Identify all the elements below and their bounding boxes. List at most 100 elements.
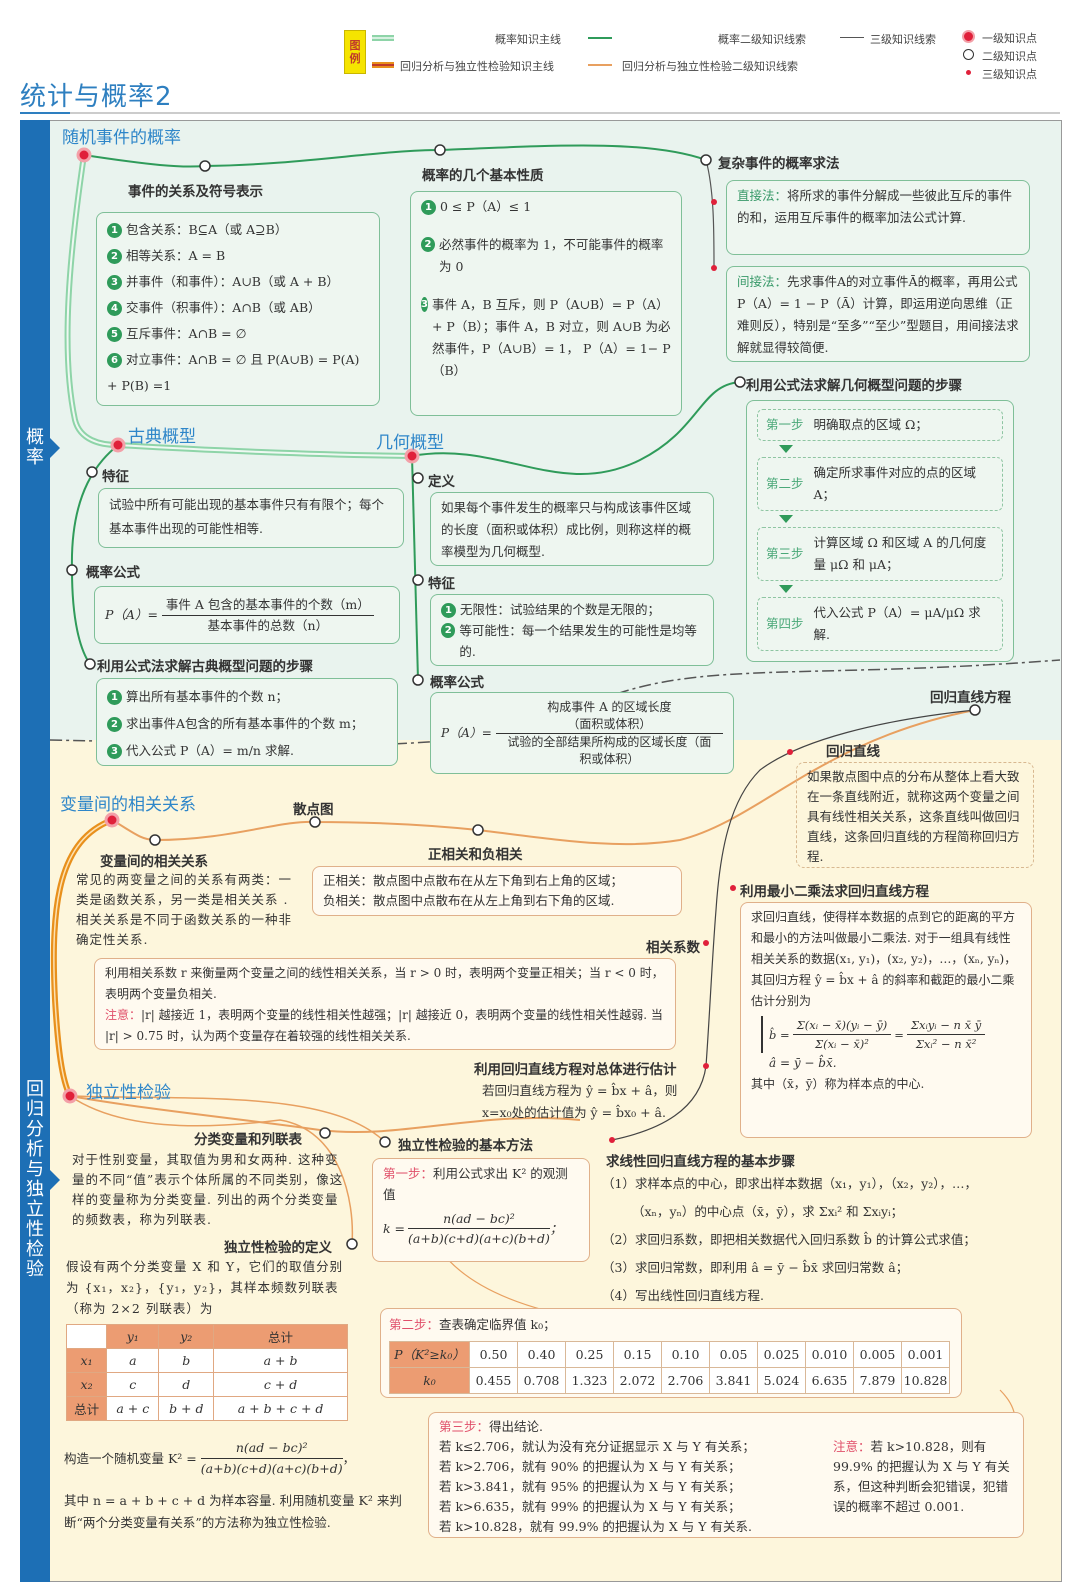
node-title-classical-formula: 概率公式 [86, 565, 140, 581]
title-rule [20, 112, 1060, 114]
node-title-posneg: 正相关和负相关 [428, 847, 523, 863]
sidebar-arrow-regression [50, 1170, 60, 1190]
geo-step: 第二步确定所求事件对应的点的区域 A； [757, 457, 1003, 511]
posneg-line: 正相关：散点图中点散布在从左下角到右上角的区域； [323, 873, 624, 888]
sidebar-label-probability: 概 率 [26, 427, 44, 468]
node-title-geo-steps: 利用公式法求解几何概型问题的步骤 [746, 378, 962, 394]
legend-label-tertiary: 三级知识线索 [870, 33, 936, 46]
node-title-classical-feature: 特征 [102, 469, 129, 485]
section-title-correlation: 变量间的相关关系 [60, 795, 196, 815]
conclusion-line: 若 k>2.706，就有 90% 的把握认为 X 与 Y 有关系； [439, 1459, 741, 1474]
regression-line-box: 如果散点图中点的分布从整体上看大致在一条直线附近，就称这两个变量之间具有线性相关… [796, 762, 1034, 868]
node-title-regression-eq: 回归直线方程 [930, 690, 1011, 706]
node-title-correlation-sub: 变量间的相关关系 [100, 854, 208, 870]
legend-swatch-reg-main [372, 62, 394, 68]
geo-step: 第四步代入公式 P（A）= μA/μΩ 求解. [757, 597, 1003, 651]
k2-formula: 构造一个随机变量 K² = n(ad − bc)²(a+b)(c+d)(a+c)… [64, 1440, 356, 1476]
node-title-coef: 相关系数 [646, 940, 700, 956]
legend-swatch-prob-secondary [588, 37, 612, 39]
classical-formula-box: P（A）= 事件 A 包含的基本事件的个数（m）基本事件的总数（n） [94, 586, 400, 644]
node-title-geo-feature: 特征 [428, 576, 455, 592]
down-arrow-icon [779, 585, 793, 593]
node-title-indep-method: 独立性检验的基本方法 [398, 1138, 533, 1154]
geo-steps-box: 第一步明确取点的区域 Ω； 第二步确定所求事件对应的点的区域 A； 第三步计算区… [746, 400, 1014, 662]
b-hat-formula: b̂ = Σ(xᵢ − x̄)(yᵢ − ȳ)Σ(xᵢ − x̄)² = Σxᵢ… [761, 1016, 1021, 1053]
node-title-categorical: 分类变量和列联表 [194, 1132, 302, 1148]
reg-step: （3）求回归常数，即利用 â = ȳ − b̂x̄ 求回归常数 â； [602, 1260, 909, 1275]
reg-step: （4）写出线性回归直线方程. [602, 1288, 764, 1303]
least-squares-box: 求回归直线，使得样本数据的点到它的距离的平方和最小的方法叫做最小二乘法. 对于一… [740, 902, 1032, 1138]
conclusion-line: 若 k>6.635，就有 99% 的把握认为 X 与 Y 有关系； [439, 1499, 741, 1514]
legend-swatch-tertiary [840, 37, 864, 38]
sidebar-arrow-probability [50, 438, 60, 458]
legend-label-reg-main: 回归分析与独立性检验知识主线 [400, 60, 554, 73]
geo-definition-box: 如果每个事件发生的概率只与构成该事件区域的长度（面积或体积）成比例，则称这样的概… [430, 492, 714, 566]
legend-label-reg-secondary: 回归分析与独立性检验二级知识线索 [622, 60, 798, 73]
node-title-properties: 概率的几个基本性质 [422, 168, 544, 184]
node-title-estimate: 利用回归直线方程对总体进行估计 [474, 1062, 677, 1078]
down-arrow-icon [779, 445, 793, 453]
reg-step: （xₙ，yₙ）的中心点（x̄，ȳ），求 Σxᵢ² 和 Σxᵢyᵢ； [632, 1204, 904, 1219]
correlation-text: 常见的两变量之间的关系有两类：一类是函数关系，另一类是相关关系 . 相关关系是不… [76, 872, 293, 947]
conclusion-line: 若 k>3.841，就有 95% 的把握认为 X 与 Y 有关系； [439, 1479, 741, 1494]
step1-box: 第一步：利用公式求出 K² 的观测值 k = n(ad − bc)²(a+b)(… [372, 1158, 590, 1262]
classical-formula-fraction: 事件 A 包含的基本事件的个数（m）基本事件的总数（n） [161, 595, 374, 636]
legend-label-prob-secondary: 概率二级知识线索 [718, 33, 806, 46]
geo-formula-box: P（A）= 构成事件 A 的区域长度（面积或体积）试验的全部结果所构成的区域长度… [430, 692, 734, 774]
node-title-geo-definition: 定义 [428, 474, 455, 490]
reg-step: （1）求样本点的中心，即求出样本数据（x₁，y₁），（x₂，y₂），…， [602, 1176, 977, 1191]
posneg-line: 负相关：散点图中点散布在从左上角到右下角的区域. [323, 893, 615, 908]
section-title-independence: 独立性检验 [86, 1083, 171, 1103]
legend-swatch-prob-main [372, 35, 394, 41]
conclusion-line: 若 k≤2.706，就认为没有充分证据显示 X 与 Y 有关系； [439, 1439, 755, 1454]
legend-label-prob-main: 概率知识主线 [495, 33, 561, 46]
node-title-scatter: 散点图 [293, 802, 334, 818]
legend-point-level2: 二级知识点 [982, 50, 1037, 63]
direct-method-box: 直接法：将所求的事件分解成一些彼此互斥的事件的和，运用互斥事件的概率加法公式计算… [726, 180, 1030, 255]
reg-step: （2）求回归系数，即把相关数据代入回归系数 b̂ 的计算公式求值； [602, 1232, 976, 1247]
level3-point-icon [966, 70, 971, 75]
sidebar [20, 120, 50, 1582]
section-title-random-event: 随机事件的概率 [62, 128, 181, 148]
sidebar-label-regression: 回 归 分 析 与 独 立 性 检 验 [26, 1079, 44, 1280]
section-title-geometric: 几何概型 [376, 433, 444, 453]
legend-point-level1: 一级知识点 [982, 32, 1037, 45]
legend-point-level3: 三级知识点 [982, 68, 1037, 81]
legend-tag: 图例 [344, 30, 366, 74]
classical-feature-box: 试验中所有可能出现的基本事件只有有限个；每个基本事件出现的可能性相等. [98, 488, 404, 548]
step3-box: 第三步：得出结论. 若 k≤2.706，就认为没有充分证据显示 X 与 Y 有关… [428, 1412, 1024, 1538]
k2-note: 其中 n = a + b + c + d 为样本容量. 利用随机变量 K² 来判… [64, 1493, 402, 1530]
node-title-complex: 复杂事件的概率求法 [718, 156, 840, 172]
section-title-classical: 古典概型 [128, 427, 196, 447]
node-title-reg-steps: 求线性回归直线方程的基本步骤 [606, 1154, 795, 1170]
page-title: 统计与概率2 [20, 82, 173, 112]
node-title-classical-steps: 利用公式法求解古典概型问题的步骤 [97, 659, 313, 675]
node-title-relations: 事件的关系及符号表示 [128, 184, 263, 200]
geo-step: 第三步计算区域 Ω 和区域 A 的几何度量 μΩ 和 μA； [757, 527, 1003, 581]
conclusion-line: 若 k>10.828，就有 99.9% 的把握认为 X 与 Y 有关系. [439, 1519, 752, 1534]
legend-swatch-reg-secondary [588, 64, 612, 66]
level1-point-icon [962, 30, 975, 43]
node-title-geo-formula: 概率公式 [430, 675, 484, 691]
geo-formula-fraction: 构成事件 A 的区域长度（面积或体积）试验的全部结果所构成的区域长度（面积或体积… [495, 699, 723, 768]
indep-def-text: 假设有两个分类变量 X 和 Y，它们的取值分别为 {x₁，x₂}，{y₁，y₂}… [66, 1259, 344, 1316]
posneg-box: 正相关：散点图中点散布在从左下角到右上角的区域； 负相关：散点图中点散布在从左上… [312, 866, 682, 916]
